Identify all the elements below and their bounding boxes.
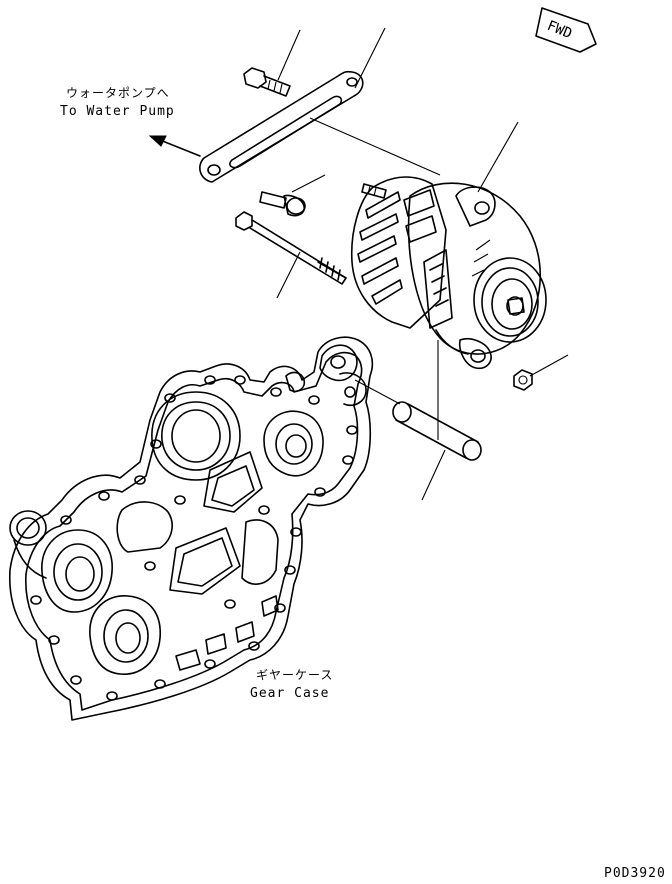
top-bolt bbox=[243, 67, 291, 97]
water-pump-label-jp: ウォータポンプへ bbox=[66, 86, 170, 100]
fwd-label: FWD bbox=[545, 18, 574, 42]
nut bbox=[513, 369, 533, 391]
flange-bolt-holes bbox=[30, 375, 358, 701]
drawing-number: P0D3920 bbox=[604, 866, 666, 881]
long-bolt bbox=[235, 211, 347, 285]
water-pump-label-en: To Water Pump bbox=[60, 104, 175, 119]
middle-bolt bbox=[259, 191, 306, 217]
fwd-arrow-icon: FWD bbox=[535, 7, 597, 53]
gear-case-label-jp: ギヤーケース bbox=[256, 668, 334, 682]
alternator bbox=[350, 176, 547, 370]
adjusting-bracket bbox=[199, 70, 364, 183]
spacer bbox=[354, 379, 482, 461]
arrow-left-icon bbox=[148, 135, 201, 157]
gear-case-label-en: Gear Case bbox=[250, 686, 330, 701]
gear-case bbox=[9, 336, 374, 721]
leader-lines bbox=[276, 27, 569, 501]
